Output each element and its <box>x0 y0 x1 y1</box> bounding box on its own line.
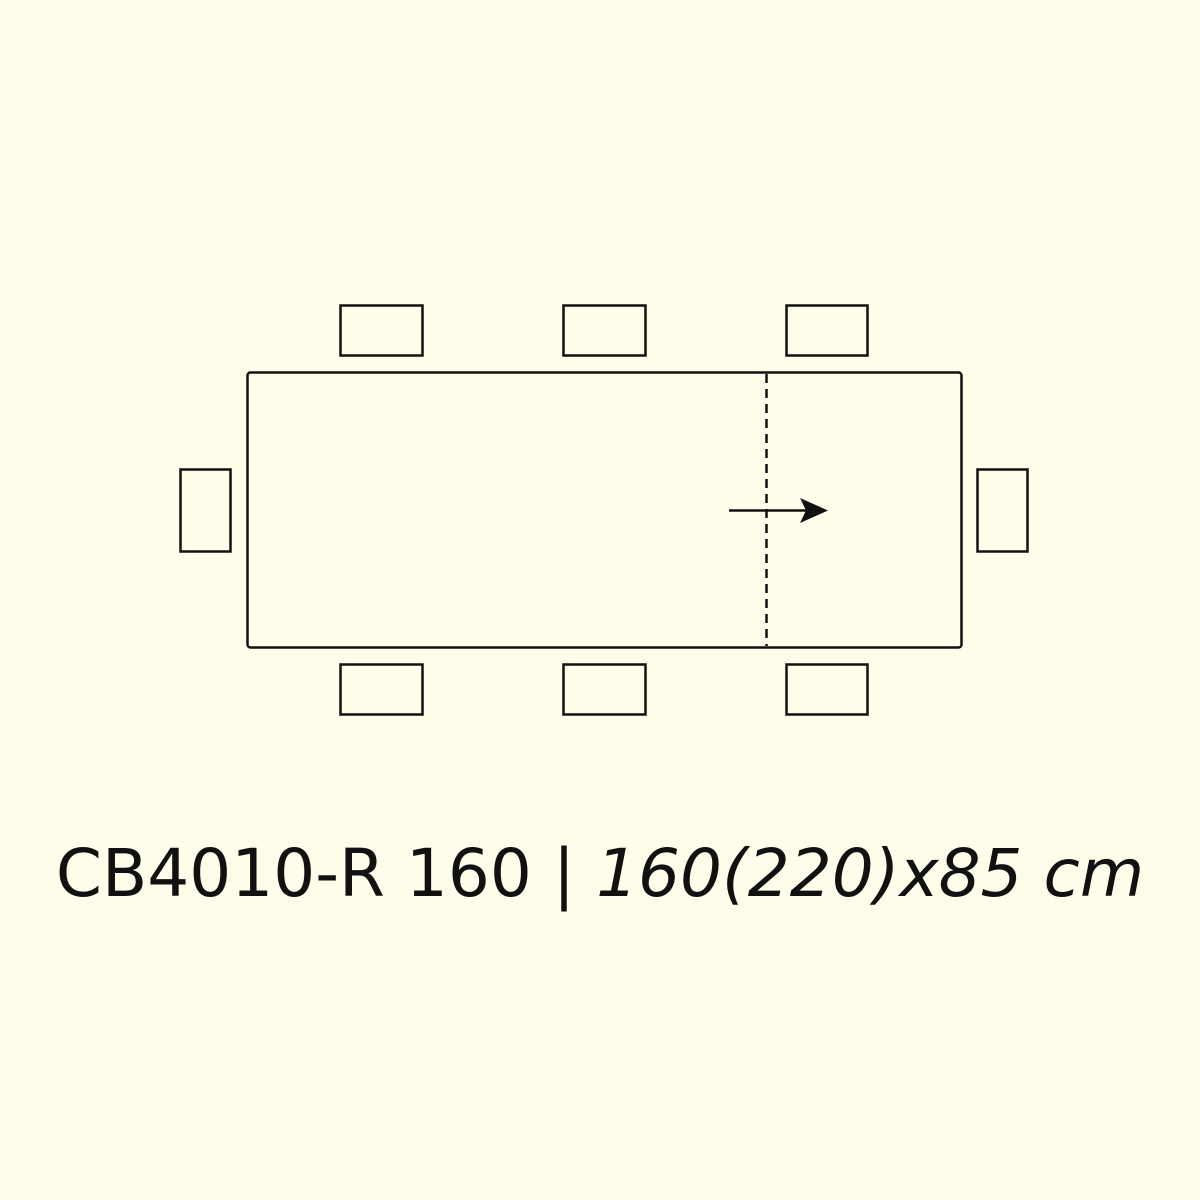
caption-separator: | <box>552 835 576 912</box>
chair-bottom-2 <box>562 663 647 716</box>
chair-top-1 <box>339 304 424 357</box>
chair-top-2 <box>562 304 647 357</box>
table-top <box>246 371 963 649</box>
extension-arrow-icon <box>729 498 828 523</box>
model-label: CB4010-R 160 <box>55 835 532 912</box>
product-caption: CB4010-R 160 | 160(220)x85 cm <box>0 832 1200 916</box>
chair-left <box>179 468 232 553</box>
chair-bottom-3 <box>785 663 869 716</box>
dimensions-label: 160(220)x85 cm <box>596 835 1145 912</box>
chair-top-3 <box>785 304 869 357</box>
chair-right <box>976 468 1029 553</box>
chair-bottom-1 <box>339 663 424 716</box>
